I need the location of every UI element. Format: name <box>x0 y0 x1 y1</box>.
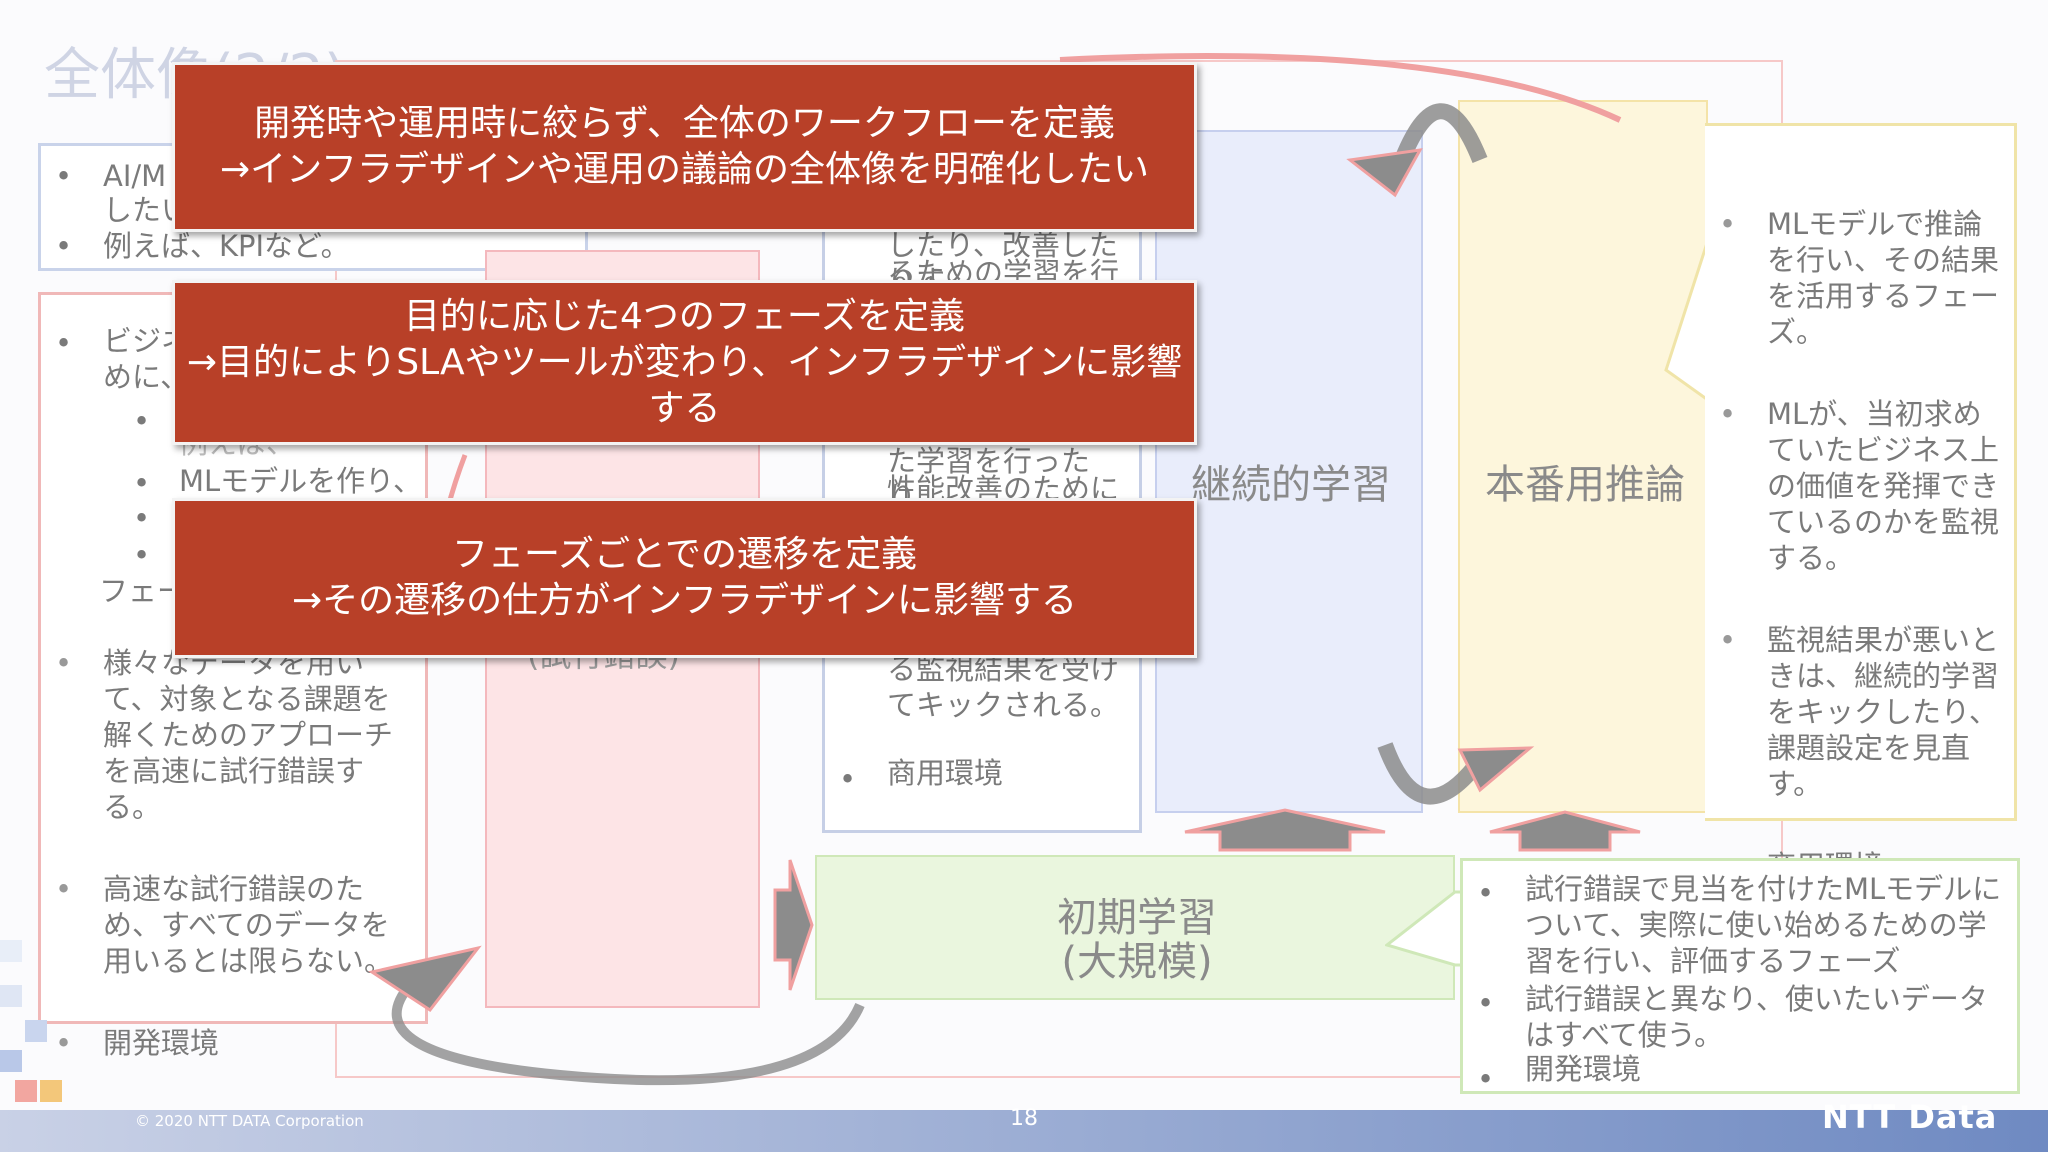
banner-phases-line1: 目的に応じた4つのフェーズを定義 <box>175 294 1194 340</box>
right-arrow-to-initial <box>775 860 812 990</box>
banner-phases-line2: →目的によりSLAやツールが変わり、インフラデザインに影響 <box>175 340 1194 386</box>
banner-phases: 目的に応じた4つのフェーズを定義 →目的によりSLAやツールが変わり、インフラデ… <box>172 280 1197 445</box>
bottom-curved-arrowhead <box>1460 748 1530 790</box>
banner-transitions: フェーズごとでの遷移を定義 →その遷移の仕方がインフラデザインに影響する <box>172 498 1197 658</box>
page-number: 18 <box>1010 1106 1038 1131</box>
ntt-data-logo: NTT Data <box>1822 1098 1997 1136</box>
banner-workflow: 開発時や運用時に絞らず、全体のワークフローを定義 →インフラデザインや運用の議論… <box>172 62 1197 232</box>
up-arrow-continuous <box>1185 810 1385 850</box>
banner-phases-line3: する <box>175 386 1194 432</box>
bottom-loop-arrow <box>397 985 860 1080</box>
banner-transitions-line1: フェーズごとでの遷移を定義 <box>175 532 1194 578</box>
banner-workflow-line2: →インフラデザインや運用の議論の全体像を明確化したい <box>175 147 1194 193</box>
top-curved-arrowhead <box>1350 150 1420 195</box>
copyright-text: © 2020 NTT DATA Corporation <box>135 1112 364 1130</box>
up-arrow-production <box>1490 812 1640 850</box>
decorative-pixel-blocks <box>0 940 80 1110</box>
banner-transitions-line2: →その遷移の仕方がインフラデザインに影響する <box>175 578 1194 624</box>
banner-workflow-line1: 開発時や運用時に絞らず、全体のワークフローを定義 <box>175 101 1194 147</box>
bottom-loop-arrowhead <box>372 948 478 1010</box>
